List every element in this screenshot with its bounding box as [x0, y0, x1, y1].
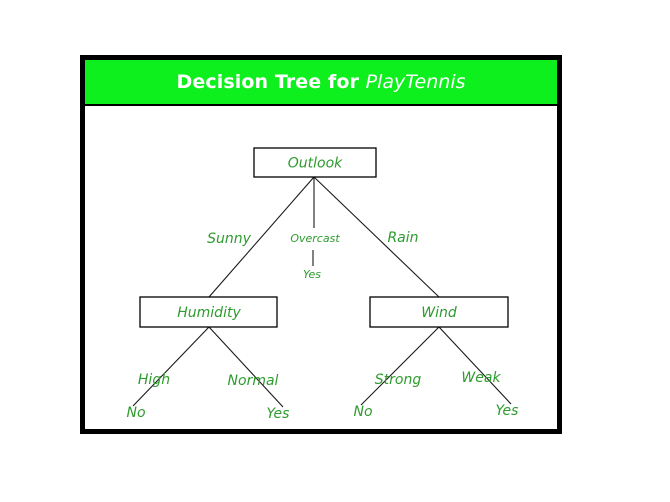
slide-frame: Decision Tree for PlayTennis: [80, 55, 562, 434]
edge-wind-weak: [438, 326, 512, 405]
decision-tree-svg: Outlook Humidity Wind Sunny Overcast Rai…: [126, 147, 519, 422]
edge-label-normal: Normal: [228, 373, 279, 389]
page-title: Decision Tree for: [176, 71, 366, 93]
edge-outlook-rain: [313, 176, 440, 298]
page-title-subject: PlayTennis: [365, 71, 466, 93]
edge-label-overcast: Overcast: [290, 232, 340, 245]
leaf-overcast-yes: Yes: [303, 268, 321, 281]
edge-label-weak: Weak: [461, 370, 501, 386]
decision-tree-area: Outlook Humidity Wind Sunny Overcast Rai…: [85, 106, 557, 429]
edge-label-high: High: [138, 372, 170, 388]
edge-label-rain: Rain: [387, 230, 418, 246]
node-wind[interactable]: [369, 296, 509, 328]
node-wind-label: Wind: [421, 305, 457, 321]
node-outlook-label: Outlook: [288, 156, 343, 172]
node-humidity[interactable]: [139, 296, 278, 328]
node-outlook[interactable]: [253, 147, 377, 178]
edge-wind-strong: [360, 326, 440, 406]
node-humidity-label: Humidity: [177, 305, 241, 321]
leaf-normal-yes: Yes: [267, 406, 290, 422]
edge-label-strong: Strong: [375, 372, 422, 388]
leaf-weak-yes: Yes: [496, 403, 519, 419]
leaf-high-no: No: [126, 405, 145, 421]
edge-label-sunny: Sunny: [207, 231, 252, 247]
leaf-strong-no: No: [353, 404, 372, 420]
edge-outlook-sunny: [208, 176, 315, 298]
edge-humidity-high: [132, 326, 210, 407]
title-band: Decision Tree for PlayTennis: [85, 60, 557, 106]
edge-humidity-normal: [208, 326, 284, 408]
